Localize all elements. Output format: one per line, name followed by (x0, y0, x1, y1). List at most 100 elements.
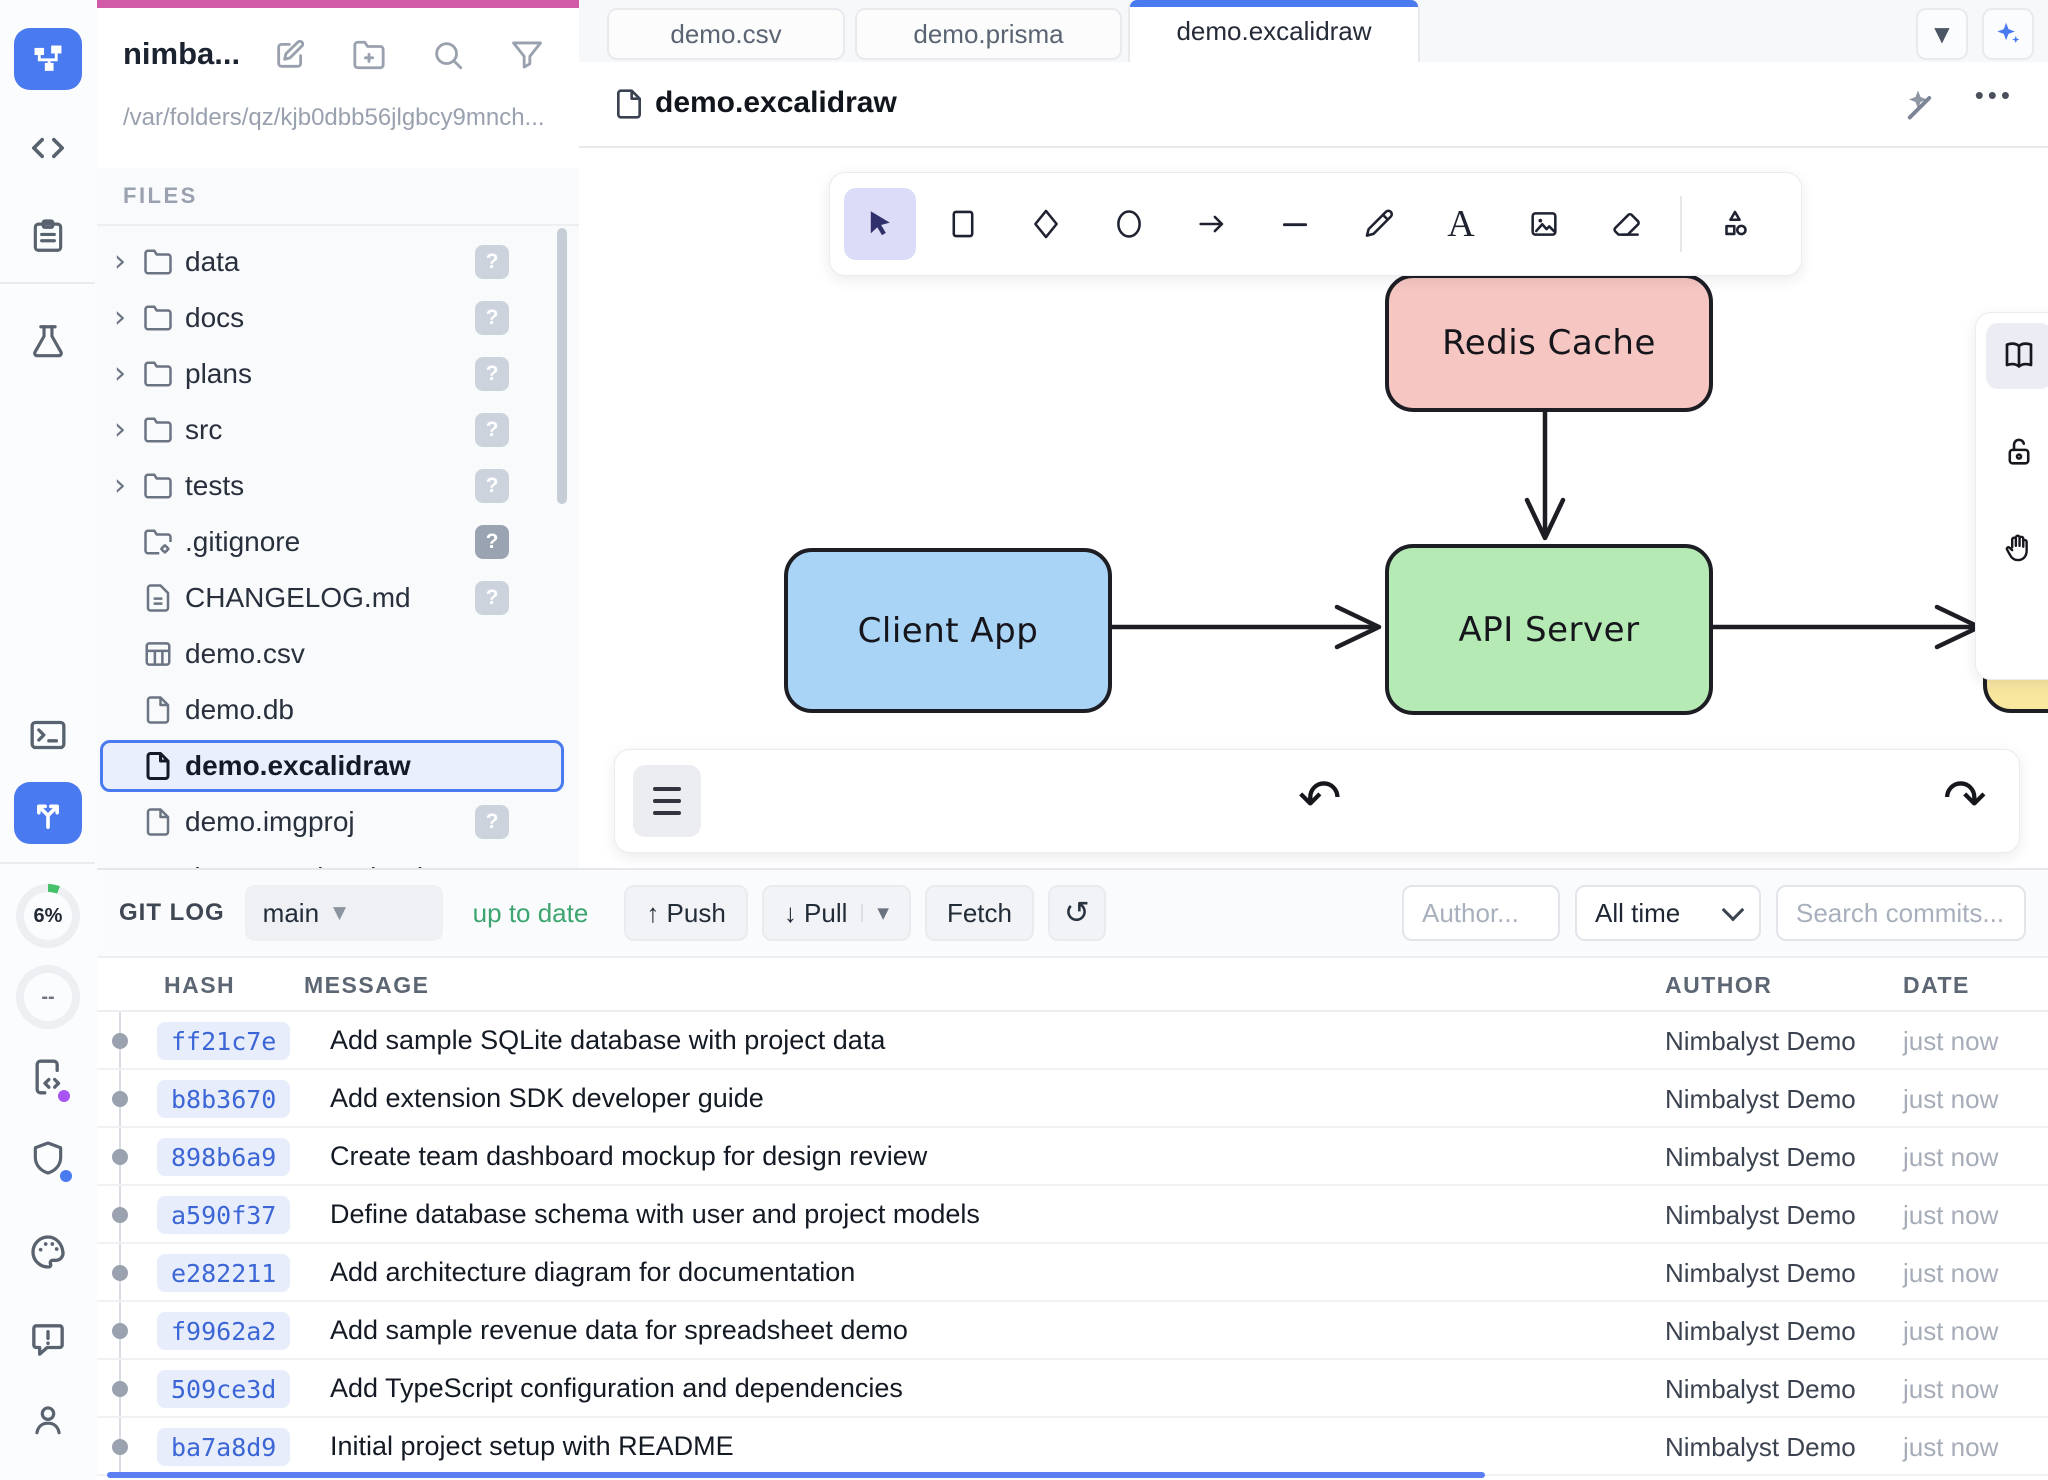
context-usage-ring[interactable]: 6% (16, 884, 80, 948)
tool-eraser[interactable] (1591, 188, 1663, 260)
tool-rectangle[interactable] (927, 188, 999, 260)
file-tree-scrollbar[interactable] (557, 228, 567, 504)
tool-image[interactable] (1508, 188, 1580, 260)
commit-hash-badge[interactable]: b8b3670 (157, 1080, 291, 1118)
theme-panel-button[interactable] (0, 1228, 95, 1276)
tool-text[interactable]: A (1425, 188, 1497, 260)
tool-diamond[interactable] (1010, 188, 1082, 260)
code-panel-button[interactable] (0, 124, 95, 172)
file-name: data (185, 246, 240, 277)
account-button[interactable] (0, 1396, 95, 1444)
sparkles-icon (1997, 22, 2020, 44)
tab-demo-csv[interactable]: demo.csv (607, 8, 845, 60)
sparkle-slash-icon[interactable] (1900, 86, 1936, 122)
diagram-node-redis-cache[interactable]: Redis Cache (1385, 274, 1713, 412)
excalidraw-canvas[interactable]: Redis Cache Client App API Server (579, 148, 2048, 868)
commit-row[interactable]: 898b6a9 Create team dashboard mockup for… (97, 1128, 2048, 1186)
library-button[interactable] (1986, 323, 2048, 389)
commit-message: Add extension SDK developer guide (330, 1083, 764, 1113)
commit-hash-badge[interactable]: e282211 (157, 1254, 291, 1292)
tool-line[interactable] (1259, 188, 1331, 260)
more-options-button[interactable]: ••• (1974, 80, 2014, 110)
commit-row[interactable]: b8b3670 Add extension SDK developer guid… (97, 1070, 2048, 1128)
tab-demo-prisma[interactable]: demo.prisma (855, 8, 1122, 60)
device-preview-button[interactable] (0, 1053, 95, 1101)
tab-overflow-button[interactable]: ▼ (1916, 8, 1968, 60)
chevron-right-icon[interactable]: › (114, 412, 126, 447)
commit-date: just now (1903, 1432, 1999, 1462)
tool-ellipse[interactable] (1093, 188, 1165, 260)
fetch-button[interactable]: Fetch (924, 885, 1034, 941)
branch-selector[interactable]: main ▼ (244, 885, 443, 941)
security-panel-button[interactable] (0, 1134, 95, 1182)
tree-item-folder[interactable]: › src ? (103, 404, 561, 456)
commit-hash-badge[interactable]: ba7a8d9 (157, 1428, 291, 1466)
undo-button[interactable]: ↶ (1298, 769, 1342, 829)
new-file-icon[interactable] (273, 38, 307, 72)
horizontal-scrollbar[interactable] (107, 1472, 1485, 1478)
new-folder-icon[interactable] (352, 38, 386, 72)
tool-draw[interactable] (1342, 188, 1414, 260)
chevron-right-icon[interactable]: › (114, 244, 126, 279)
search-icon[interactable] (431, 38, 465, 72)
time-filter-select[interactable]: All time (1575, 885, 1761, 941)
column-date: DATE (1903, 972, 1970, 998)
commit-row[interactable]: ba7a8d9 Initial project setup with READM… (97, 1418, 2048, 1476)
commit-row[interactable]: e282211 Add architecture diagram for doc… (97, 1244, 2048, 1302)
tree-item-file[interactable]: demo-mockup.html (103, 852, 561, 868)
untracked-badge: ? (475, 301, 509, 335)
commit-hash-badge[interactable]: 898b6a9 (157, 1138, 291, 1176)
commit-row[interactable]: ff21c7e Add sample SQLite database with … (97, 1012, 2048, 1070)
pull-button[interactable]: ↓ Pull ▼ (761, 885, 911, 941)
pull-options-caret[interactable]: ▼ (861, 904, 889, 922)
tool-selection-active[interactable] (844, 188, 916, 260)
chevron-right-icon[interactable]: › (114, 356, 126, 391)
terminal-panel-button[interactable] (0, 711, 95, 759)
experiments-button[interactable] (0, 317, 95, 365)
commit-row[interactable]: 509ce3d Add TypeScript configuration and… (97, 1360, 2048, 1418)
canvas-menu-button[interactable] (633, 765, 701, 837)
commit-hash-badge[interactable]: a590f37 (157, 1196, 291, 1234)
ai-assistant-button[interactable] (1982, 8, 2034, 60)
app-logo-button[interactable] (14, 28, 82, 90)
secondary-usage-label: -- (24, 973, 72, 1021)
commit-row[interactable]: f9962a2 Add sample revenue data for spre… (97, 1302, 2048, 1360)
hand-tool-button[interactable] (1986, 515, 2048, 581)
commit-hash-badge[interactable]: f9962a2 (157, 1312, 291, 1350)
tree-item-file[interactable]: demo.csv (103, 628, 561, 680)
code-icon (31, 137, 64, 159)
tree-item-folder[interactable]: › data ? (103, 236, 561, 288)
feedback-button[interactable] (0, 1316, 95, 1364)
tree-item-folder[interactable]: › tests ? (103, 460, 561, 512)
file-icon (146, 752, 170, 780)
tree-item-folder[interactable]: › docs ? (103, 292, 561, 344)
diagram-node-client-app[interactable]: Client App (784, 548, 1112, 713)
author-filter-input[interactable]: Author... (1402, 885, 1560, 941)
lock-button[interactable] (1986, 419, 2048, 485)
tool-more-shapes[interactable] (1699, 188, 1771, 260)
git-log-panel: GIT LOG main ▼ up to date ↑ Push ↓ Pull … (97, 868, 2048, 1480)
tasks-panel-button[interactable] (0, 212, 95, 260)
tree-item-file[interactable]: demo.db (103, 684, 561, 736)
tool-arrow[interactable] (1176, 188, 1248, 260)
filter-icon[interactable] (510, 38, 544, 72)
tab-demo-excalidraw-active[interactable]: demo.excalidraw (1128, 0, 1420, 63)
tree-item-file[interactable]: CHANGELOG.md ? (103, 572, 561, 624)
commit-search-input[interactable]: Search commits... (1776, 885, 2026, 941)
commit-hash-badge[interactable]: ff21c7e (157, 1022, 291, 1060)
tree-item-file[interactable]: .gitignore ? (103, 516, 561, 568)
chevron-right-icon[interactable]: › (114, 468, 126, 503)
commit-hash-badge[interactable]: 509ce3d (157, 1370, 291, 1408)
diagram-node-api-server[interactable]: API Server (1385, 544, 1713, 715)
push-button[interactable]: ↑ Push (624, 885, 748, 941)
redo-button[interactable]: ↷ (1943, 769, 1987, 829)
tab-label: demo.csv (670, 18, 782, 49)
chevron-right-icon[interactable]: › (114, 300, 126, 335)
commit-row[interactable]: a590f37 Define database schema with user… (97, 1186, 2048, 1244)
git-panel-button-active[interactable] (14, 782, 82, 844)
tree-item-file-selected[interactable]: demo.excalidraw (100, 740, 564, 792)
refresh-button[interactable]: ↺ (1047, 885, 1106, 941)
secondary-usage-ring[interactable]: -- (16, 965, 80, 1029)
tree-item-file[interactable]: demo.imgproj ? (103, 796, 561, 848)
tree-item-folder[interactable]: › plans ? (103, 348, 561, 400)
